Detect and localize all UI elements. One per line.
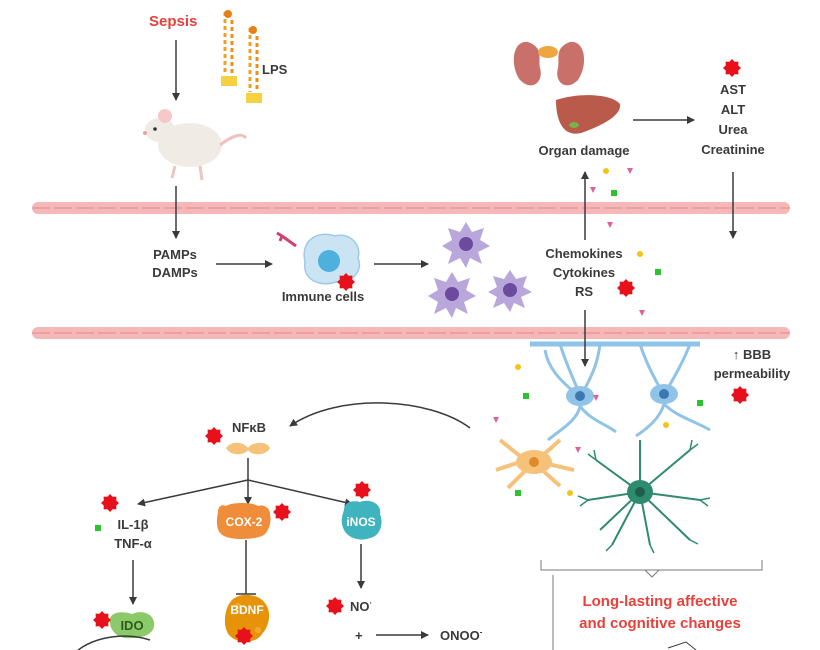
bbb-label: ↑ BBB — [732, 347, 772, 362]
outcome-line-1: Long-lasting affective — [582, 593, 738, 610]
immune-cell-icon — [276, 231, 361, 285]
ido-label: IDO — [120, 618, 144, 633]
mediator-molecules — [95, 168, 703, 531]
outcome-line-2: and cognitive changes — [579, 615, 741, 632]
lps-molecule-icon — [221, 10, 262, 103]
kidneys-icon — [513, 41, 585, 86]
tnfa-label: TNF-α — [114, 536, 152, 551]
upper-membrane — [32, 202, 790, 214]
microglia-icon — [428, 222, 532, 318]
organ-damage-label: Organ damage — [538, 143, 630, 158]
plus-sign: + — [355, 628, 363, 643]
marker-creatinine: Creatinine — [701, 142, 765, 157]
onoo-charge: - — [479, 627, 483, 637]
onoo-text: ONOO — [440, 628, 480, 643]
nfkb-label: NFκB — [232, 420, 266, 435]
cytokines-label: Cytokines — [552, 265, 616, 280]
blue-neurons-icon — [530, 341, 711, 442]
outcome-bracket — [540, 560, 763, 650]
rs-label: RS — [574, 284, 594, 299]
marker-ast: AST — [720, 82, 746, 97]
lps-label: LPS — [262, 62, 288, 77]
green-neuron-icon — [577, 439, 711, 554]
pamps-label: PAMPs — [153, 247, 197, 262]
marker-alt: ALT — [720, 102, 746, 117]
permeability-label: permeability — [713, 366, 791, 381]
no-radical-dot: · — [369, 598, 373, 608]
marker-urea: Urea — [718, 122, 748, 137]
bdnf-icon — [224, 594, 270, 642]
immune-cells-label: Immune cells — [281, 289, 365, 304]
sepsis-label: Sepsis — [149, 13, 198, 30]
bdnf-label: BDNF — [230, 603, 264, 617]
nfkb-icon — [226, 442, 270, 455]
chemokines-label: Chemokines — [545, 246, 623, 261]
astrocyte-icon — [495, 438, 575, 490]
ido-icon — [77, 612, 155, 650]
inos-icon — [341, 500, 382, 540]
liver-icon — [556, 95, 621, 134]
onoo-label: ONOO- — [440, 627, 482, 644]
no-text: NO — [350, 599, 370, 614]
il1b-label: IL-1β — [117, 517, 149, 532]
damps-label: DAMPs — [152, 265, 198, 280]
lower-membrane — [32, 327, 790, 339]
cox2-label: COX-2 — [225, 515, 263, 529]
cox2-icon — [216, 503, 271, 539]
no-label: NO· — [350, 598, 372, 615]
inos-label: iNOS — [346, 515, 376, 529]
mouse-icon — [143, 109, 248, 181]
